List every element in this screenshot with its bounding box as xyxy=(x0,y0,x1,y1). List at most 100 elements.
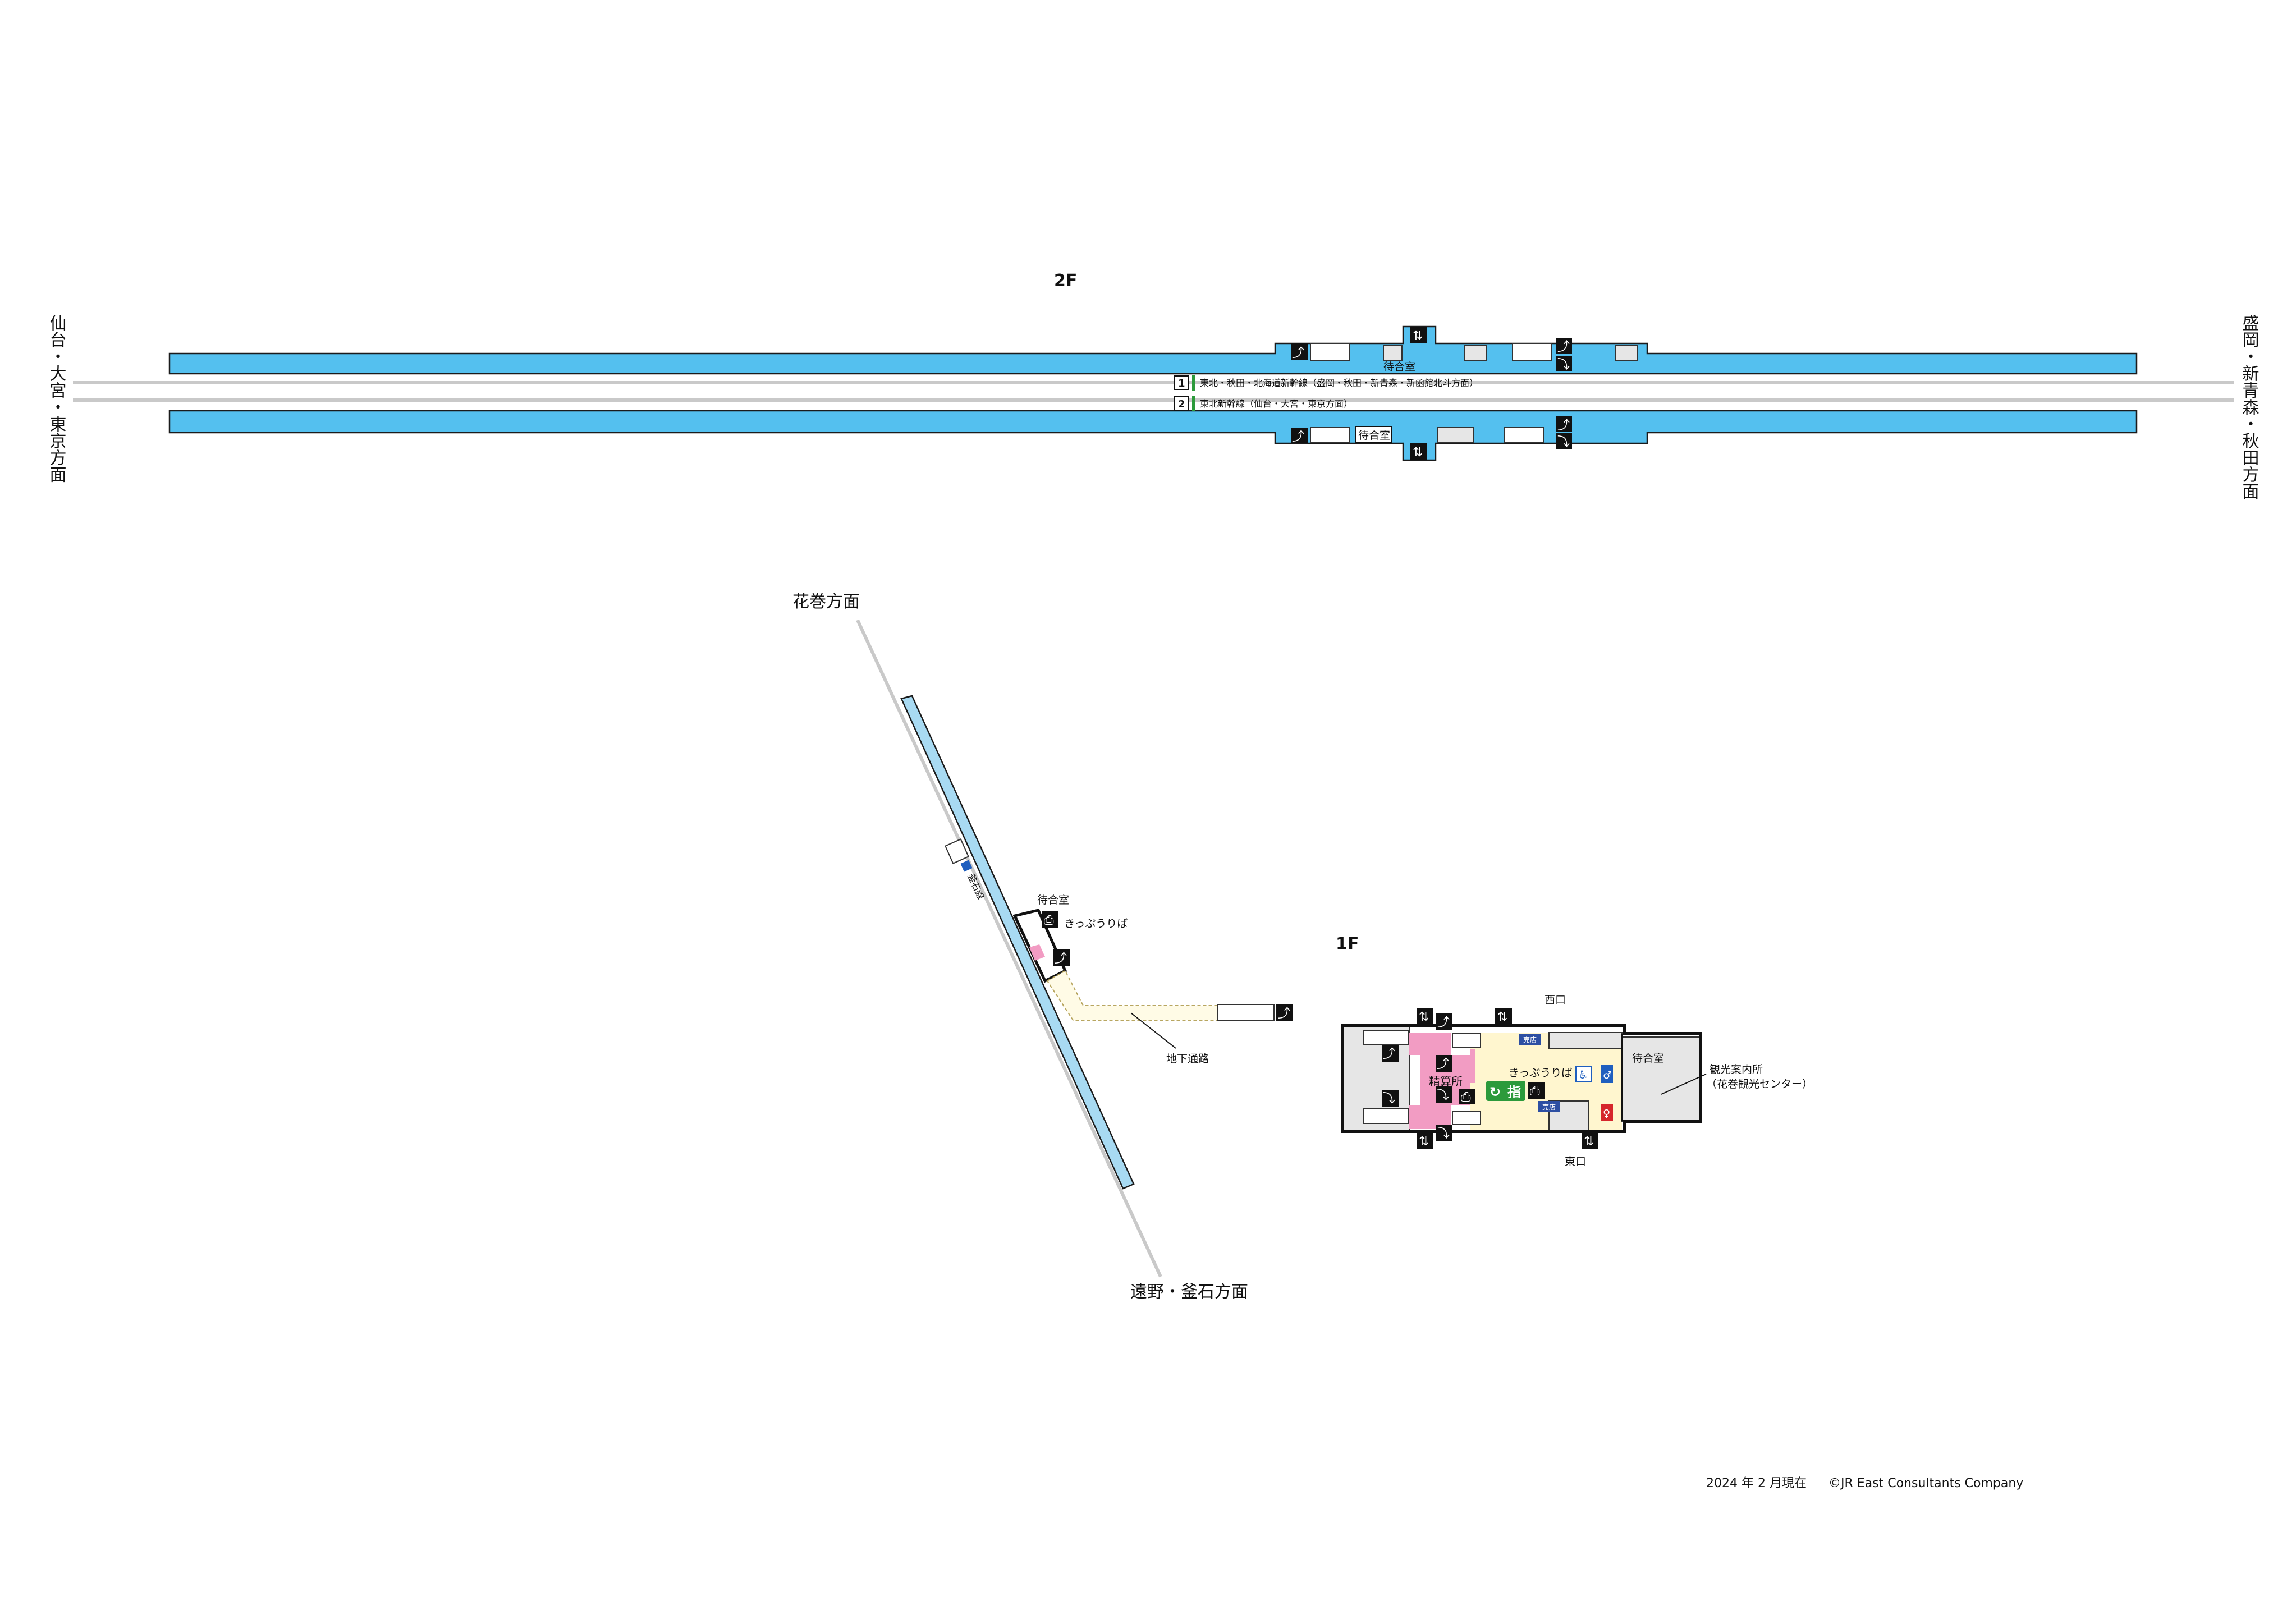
elevator-icon: ⇅ xyxy=(1495,1008,1512,1025)
direction-left-2f: 仙台・大宮・東京方面 xyxy=(47,314,67,483)
east-exit-label: 東口 xyxy=(1565,1155,1586,1168)
shop-badge-east-text: 売店 xyxy=(1542,1103,1556,1111)
svg-text:⤴: ⤴ xyxy=(1383,1047,1395,1061)
waiting-room-lower-box xyxy=(1355,426,1392,443)
svg-text:⤵: ⤵ xyxy=(1557,358,1570,372)
direction-bottom-1f: 遠野・釜石方面 xyxy=(1130,1282,1248,1302)
fare-adjustment-zone xyxy=(1409,1033,1470,1129)
structure-lower-1 xyxy=(1437,427,1474,443)
stairs-1f-3 xyxy=(1452,1033,1481,1048)
stairs-icon: ⤴ xyxy=(1053,949,1070,966)
escalator-icon: ⤴ xyxy=(1291,428,1308,444)
platform-marker-blue xyxy=(960,860,973,872)
ticket-machine-icon: ⎙ xyxy=(1042,911,1058,928)
footer-copyright: ©JR East Consultants Company xyxy=(1828,1476,2023,1490)
escalator-icon: ⤴ xyxy=(1556,416,1572,433)
structure-upper-2 xyxy=(1464,345,1487,361)
track-2-number: 2 xyxy=(1178,398,1185,410)
svg-text:⎙: ⎙ xyxy=(1530,1084,1540,1098)
track-1-number: 1 xyxy=(1178,378,1185,389)
accessible-toilet-icon: ♿ xyxy=(1575,1066,1592,1082)
underground-passage-area xyxy=(1046,970,1218,1021)
stairs-upper-left xyxy=(1310,343,1350,361)
floor-label-2f: 2F xyxy=(1054,271,1077,291)
svg-text:⤵: ⤵ xyxy=(1437,1089,1449,1103)
svg-text:⎙: ⎙ xyxy=(1044,914,1054,928)
elevator-icon: ⇅ xyxy=(1410,327,1427,343)
footer-date: 2024 年 2 月現在 xyxy=(1706,1476,1807,1490)
kamaishi-line-platform xyxy=(900,695,1135,1190)
midori-ticket-window: 指 ↻ xyxy=(1486,1081,1525,1101)
tourist-info-sublabel: （花巻観光センター） xyxy=(1706,1078,1813,1090)
elevator-icon: ⇅ xyxy=(1417,1132,1433,1149)
svg-text:♀: ♀ xyxy=(1603,1108,1610,1120)
refresh-icon: ↻ xyxy=(1490,1084,1501,1100)
escalator-icon: ⤴ xyxy=(1436,1055,1452,1072)
svg-text:⤴: ⤴ xyxy=(1055,952,1067,966)
track-2-badge xyxy=(1174,396,1189,411)
svg-text:⤴: ⤴ xyxy=(1557,340,1570,354)
svg-text:♿: ♿ xyxy=(1578,1068,1588,1081)
structure-upper-3 xyxy=(1615,345,1638,361)
underground-passage-stairs xyxy=(1217,1004,1275,1021)
platform-upper-2f xyxy=(168,325,2138,375)
shop-badge-west-text: 売店 xyxy=(1523,1035,1537,1044)
svg-text:⤵: ⤵ xyxy=(1557,435,1570,449)
elevator-icon: ⇅ xyxy=(1417,1008,1433,1025)
svg-text:⤴: ⤴ xyxy=(1437,1057,1449,1071)
svg-text:⇅: ⇅ xyxy=(1413,329,1423,343)
underground-passage-label: 地下通路 xyxy=(1166,1053,1209,1065)
west-exit-label: 西口 xyxy=(1545,994,1566,1006)
stairs-icon: ⤴ xyxy=(1436,1013,1452,1030)
svg-text:⇅: ⇅ xyxy=(1584,1135,1594,1149)
escalator-icon: ⤴ xyxy=(1382,1045,1399,1062)
stairs-lower-left xyxy=(1310,427,1350,443)
track-1-label: 東北・秋田・北海道新幹線（盛岡・秋田・新青森・新函館北斗方面） xyxy=(1200,378,1478,388)
elevator-icon: ⇅ xyxy=(1410,443,1427,460)
svg-text:⇅: ⇅ xyxy=(1413,446,1423,460)
svg-text:⤴: ⤴ xyxy=(1278,1007,1290,1021)
svg-text:⇅: ⇅ xyxy=(1419,1010,1429,1024)
escalator-icon: ⤴ xyxy=(1556,338,1572,354)
platform-lower-2f xyxy=(168,410,2138,461)
escalator-icon: ⤵ xyxy=(1382,1090,1399,1107)
men-toilet-icon: ♂ xyxy=(1601,1065,1613,1083)
ticket-gate-strip xyxy=(1470,1049,1475,1083)
floor-label-1f: 1F xyxy=(1336,934,1359,954)
track-1-badge xyxy=(1174,375,1189,390)
concourse-gray-top xyxy=(1548,1032,1623,1049)
escalator-icon: ⤵ xyxy=(1436,1086,1452,1103)
ticket-office-label: きっぷうりば xyxy=(1509,1067,1572,1079)
kamaishi-line-track xyxy=(856,619,1162,1278)
stairs-lower-right xyxy=(1504,427,1544,443)
stairs-1f-1 xyxy=(1363,1030,1409,1045)
waiting-room-label-1f: 待合室 xyxy=(1632,1052,1664,1065)
shop-badge-east xyxy=(1538,1101,1560,1112)
direction-top-1f: 花巻方面 xyxy=(792,592,860,612)
shop-badge-west xyxy=(1519,1034,1541,1045)
tourist-info-label: 観光案内所 xyxy=(1710,1063,1763,1076)
waiting-room-upper-2f: 待合室 xyxy=(1383,361,1415,373)
track-2-label: 東北新幹線（仙台・大宮・東京方面） xyxy=(1200,398,1353,409)
midori-badge: 指 xyxy=(1507,1084,1521,1100)
track-1-line-color xyxy=(1192,375,1195,391)
stairs-upper-right xyxy=(1512,343,1552,361)
kamaishi-waiting-room-label: 待合室 xyxy=(1037,894,1069,906)
women-toilet-icon: ♀ xyxy=(1601,1104,1613,1121)
escalator-icon: ⤵ xyxy=(1556,356,1572,372)
platform-marker xyxy=(945,838,969,864)
svg-text:⤴: ⤴ xyxy=(1437,1016,1450,1030)
fare-adjustment-label: 精算所 xyxy=(1429,1075,1463,1088)
kamaishi-gate xyxy=(1029,944,1045,961)
svg-text:⤵: ⤵ xyxy=(1383,1092,1395,1106)
direction-right-2f: 盛岡・新青森・秋田方面 xyxy=(2239,314,2260,499)
escalator-icon: ⤵ xyxy=(1556,433,1572,449)
ticket-machine-icon: ⎙ xyxy=(1528,1082,1545,1099)
escalator-icon: ⤴ xyxy=(1291,343,1308,360)
underground-leader xyxy=(1130,1012,1176,1049)
waiting-room-lower-2f: 待合室 xyxy=(1358,429,1390,442)
ticket-machine-icon: ⎙ xyxy=(1459,1089,1475,1104)
elevator-icon: ⇅ xyxy=(1582,1132,1598,1149)
svg-text:⤴: ⤴ xyxy=(1292,346,1304,360)
